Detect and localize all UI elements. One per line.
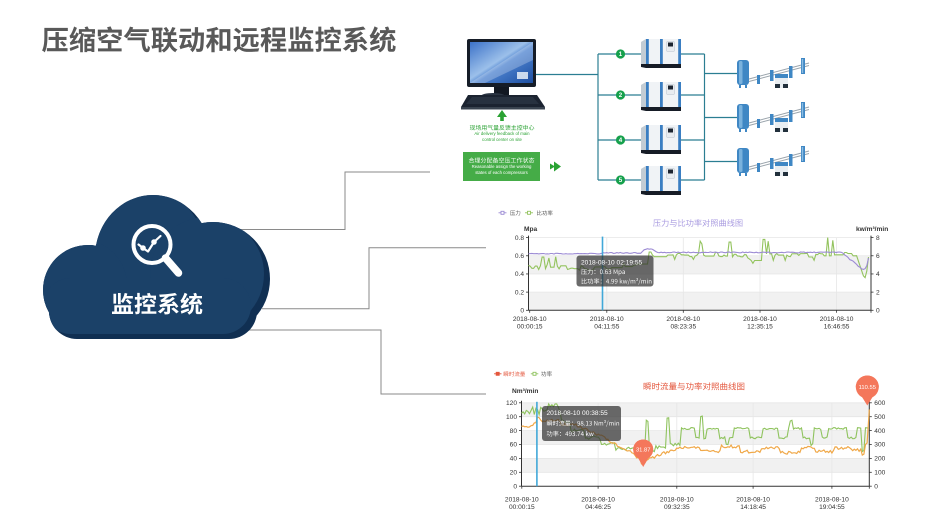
svg-text:500: 500: [874, 414, 885, 421]
svg-text:kw/m³/min: kw/m³/min: [856, 226, 888, 233]
svg-text:Air delivery feedback of main: Air delivery feedback of main: [474, 131, 530, 136]
svg-text:4: 4: [619, 137, 623, 144]
svg-text:Reasonable assign the working: Reasonable assign the working: [472, 164, 532, 169]
svg-text:08:23:35: 08:23:35: [670, 324, 696, 331]
svg-text:0: 0: [513, 483, 517, 490]
svg-text:2018-08-10: 2018-08-10: [736, 497, 770, 504]
svg-text:40: 40: [510, 456, 518, 463]
svg-text:2018-08-10: 2018-08-10: [581, 497, 615, 504]
svg-text:0.2: 0.2: [515, 289, 524, 296]
svg-text:2018-08-10: 2018-08-10: [815, 497, 849, 504]
svg-text:600: 600: [874, 400, 885, 407]
svg-text:2018-08-10: 2018-08-10: [743, 316, 777, 323]
svg-text:300: 300: [874, 442, 885, 449]
svg-text:16:46:55: 16:46:55: [824, 324, 850, 331]
svg-text:4: 4: [876, 271, 880, 278]
svg-text:2018-08-10: 2018-08-10: [513, 316, 547, 323]
svg-text:100: 100: [874, 470, 885, 477]
svg-text:6: 6: [876, 253, 880, 260]
svg-text:0.6: 0.6: [515, 253, 524, 260]
svg-text:00:00:15: 00:00:15: [509, 504, 535, 511]
svg-text:5: 5: [619, 177, 623, 184]
svg-text:400: 400: [874, 428, 885, 435]
svg-text:0: 0: [520, 308, 524, 315]
svg-text:0.4: 0.4: [515, 271, 524, 278]
svg-text:2018-08-10: 2018-08-10: [590, 316, 624, 323]
svg-text:31.87: 31.87: [636, 448, 651, 454]
svg-text:00:00:15: 00:00:15: [517, 324, 543, 331]
svg-text:Nm³/min: Nm³/min: [512, 388, 538, 395]
svg-text:states of each compressors: states of each compressors: [475, 170, 528, 175]
svg-text:09:32:35: 09:32:35: [664, 504, 690, 511]
svg-text:60: 60: [510, 442, 518, 449]
svg-text:2: 2: [876, 289, 880, 296]
svg-text:2018-08-10: 2018-08-10: [666, 316, 700, 323]
svg-text:2018-08-10: 2018-08-10: [660, 497, 694, 504]
svg-text:100: 100: [506, 414, 517, 421]
svg-text:0.8: 0.8: [515, 235, 524, 242]
svg-text:Mpa: Mpa: [524, 226, 538, 233]
svg-text:0: 0: [876, 308, 880, 315]
svg-text:19:04:55: 19:04:55: [819, 504, 845, 511]
svg-text:14:18:45: 14:18:45: [740, 504, 766, 511]
svg-text:2018-08-10 02:19:55: 2018-08-10 02:19:55: [581, 260, 643, 267]
svg-text:0: 0: [874, 483, 878, 490]
svg-text:2018-08-10: 2018-08-10: [505, 497, 539, 504]
svg-text:12:35:15: 12:35:15: [747, 324, 773, 331]
svg-text:2018-08-10: 2018-08-10: [820, 316, 854, 323]
svg-text:120: 120: [506, 400, 517, 407]
svg-text:80: 80: [510, 428, 518, 435]
svg-text:8: 8: [876, 235, 880, 242]
svg-text:1: 1: [619, 51, 623, 58]
svg-text:20: 20: [510, 470, 518, 477]
svg-text:200: 200: [874, 456, 885, 463]
svg-text:04:11:55: 04:11:55: [594, 324, 620, 331]
svg-text:04:46:25: 04:46:25: [585, 504, 611, 511]
svg-text:110.55: 110.55: [859, 385, 876, 391]
svg-text:2018-08-10 00:38:55: 2018-08-10 00:38:55: [547, 410, 609, 417]
svg-text:2: 2: [619, 92, 623, 99]
svg-text:control center on site: control center on site: [482, 137, 522, 142]
